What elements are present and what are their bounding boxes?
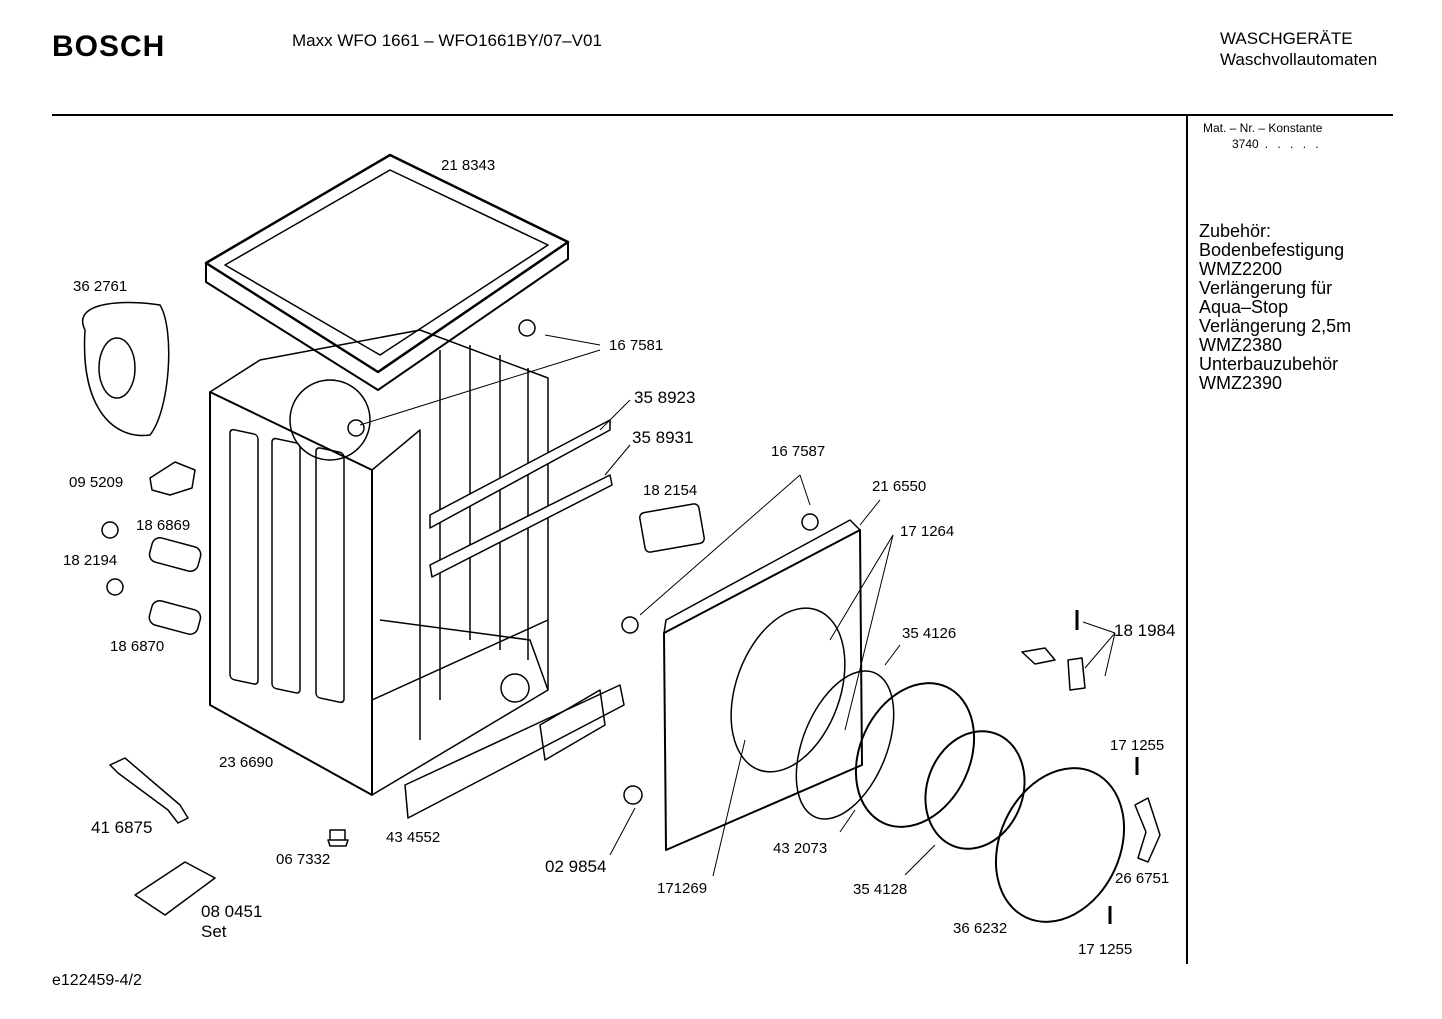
accessory-line: Unterbauzubehör [1199,354,1339,374]
service-flap [404,684,625,819]
part-label: 43 2073 [773,840,828,857]
part-label: 17 1264 [900,523,955,540]
clip [801,513,819,531]
part-label: 171269 [657,880,708,897]
clip [347,419,365,437]
door-hinge [1134,797,1161,863]
part-label: 23 6690 [219,754,274,771]
transport-lock-plate [134,861,216,916]
pins [1075,610,1139,924]
mat-value-row: 3740 . . . . . [1232,137,1322,151]
door-lock [639,503,705,553]
brand-logo: BOSCH [52,30,166,63]
part-label-set: Set [201,922,227,941]
accessory-line: WMZ2200 [1199,259,1283,279]
door-hook [1021,647,1086,691]
part-label: 26 6751 [1115,870,1170,887]
category-line-1: WASCHGERÄTE [1220,29,1353,48]
accessories-list: Zubehör: Bodenbefestigung WMZ2200 Verlän… [1199,222,1351,393]
part-label: 17 1255 [1110,737,1165,754]
accessory-line: Bodenbefestigung [1199,240,1345,260]
part-label: 18 2154 [643,482,698,499]
accessory-line: WMZ2380 [1199,335,1283,355]
back-cover [82,301,170,437]
part-label: 18 1984 [1114,621,1176,640]
category-line-2: Waschvollautomaten [1220,50,1378,69]
part-label: 36 6232 [953,920,1008,937]
part-label: 18 6870 [110,638,165,655]
mat-label: Mat. – Nr. – Konstante [1203,121,1323,135]
part-label: 21 6550 [872,478,927,495]
door-seal [795,670,895,820]
part-label: 35 8923 [634,388,696,407]
exploded-view-drawing [82,153,1161,924]
knob [623,785,643,805]
part-label: 06 7332 [276,851,331,868]
part-label: 35 4128 [853,881,908,898]
part-label: 18 2194 [63,552,118,569]
wrench-tool [109,757,189,824]
door-inner-ring [854,682,976,828]
accessory-line: WMZ2390 [1199,373,1283,393]
part-label: 41 6875 [91,818,153,837]
front-panel [663,519,863,851]
door-frame [994,767,1126,923]
drawing-id: e122459-4/2 [52,972,142,989]
accessory-line: Zubehör: [1199,221,1272,241]
part-label: 02 9854 [545,857,607,876]
header-divider [52,114,1393,116]
worktop-lid [204,153,570,391]
part-label: 35 8931 [632,428,694,447]
adjustable-foot [327,829,349,847]
leader-lines [359,334,1116,877]
part-label: 08 0451 [201,902,263,921]
cross-struts [429,419,613,578]
left-small-parts [101,461,202,635]
accessory-line: Verlängerung für [1199,278,1333,298]
accessory-line: Verlängerung 2,5m [1199,316,1352,336]
part-label: 35 4126 [902,625,957,642]
part-label: 43 4552 [386,829,441,846]
clip [518,319,536,337]
part-label: 36 2761 [73,278,128,295]
category-heading: WASCHGERÄTE Waschvollautomaten [1220,28,1377,70]
door-glass [924,730,1026,850]
part-label: 21 8343 [441,157,496,174]
mat-dots: . . . . . [1264,137,1322,151]
cabinet-housing [209,329,549,796]
part-label: 16 7587 [771,443,826,460]
clip [621,616,639,634]
part-label: 09 5209 [69,474,124,491]
model-title: Maxx WFO 1661 – WFO1661BY/07–V01 [292,31,602,50]
sidebar-divider [1186,116,1188,964]
part-label: 17 1255 [1078,941,1133,958]
part-label: 18 6869 [136,517,191,534]
part-label: 16 7581 [609,337,664,354]
accessory-line: Aqua–Stop [1199,297,1289,317]
mat-value: 3740 [1232,137,1259,151]
